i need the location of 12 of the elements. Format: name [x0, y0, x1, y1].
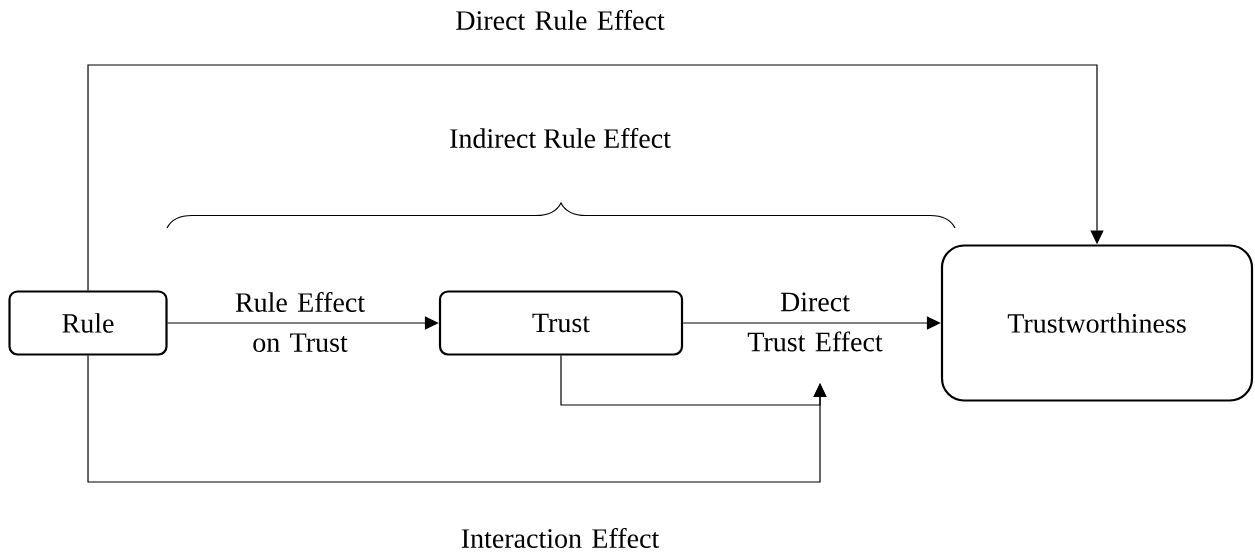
edge-label: Interaction Effect	[461, 528, 660, 548]
arrow	[167, 316, 439, 330]
arrow	[560, 355, 827, 406]
edge-label: Direct Trust Effect	[747, 292, 883, 352]
process-box: Trust	[438, 290, 684, 356]
edge-label: Rule Effect on Trust	[235, 292, 365, 352]
arrow	[682, 316, 941, 330]
brace-label: Indirect Rule Effect	[450, 128, 671, 148]
process-box: Trustworthiness	[940, 244, 1254, 402]
process-box: Rule	[8, 290, 168, 356]
edge-label: Direct Rule Effect	[456, 10, 665, 30]
arrow	[87, 64, 1104, 291]
